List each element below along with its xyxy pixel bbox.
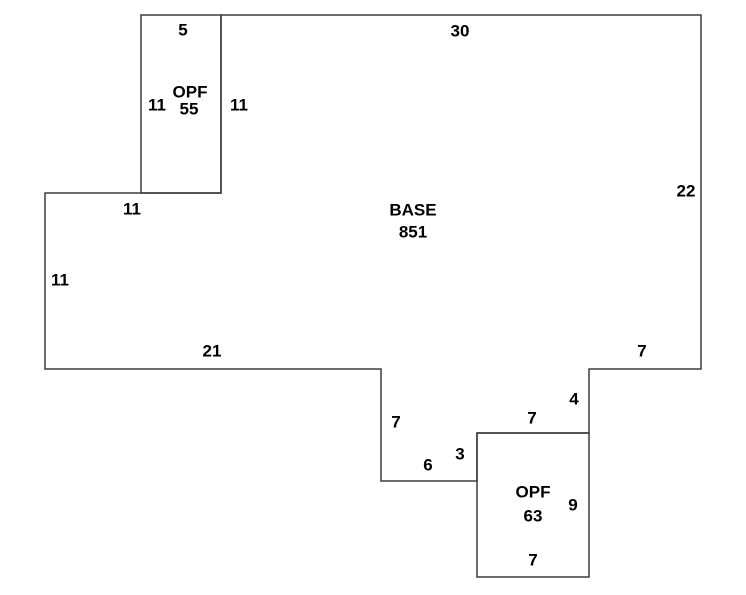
opf-upper-outline [140,14,222,194]
dim-base-step-right: 4 [569,389,579,409]
dim-opf-upper-left: 11 [148,95,166,115]
opf-upper-area-value: 55 [179,99,199,119]
dim-opf-lower-bottom: 7 [528,550,538,570]
dim-opf-lower-right: 9 [568,495,578,515]
opf-lower-name: OPF [515,482,551,502]
dim-notch-right: 3 [455,444,465,464]
dim-notch-left: 7 [391,412,401,432]
base-area-value: 851 [398,222,428,242]
dim-base-right: 22 [676,181,696,201]
opf-lower-outline [476,432,590,578]
base-outline [44,14,702,482]
dim-base-bottom-left: 21 [202,341,222,361]
dim-base-upper-step: 11 [123,199,141,219]
dim-base-top: 30 [450,21,470,41]
dim-opf-upper-right: 11 [230,95,248,115]
dim-base-left: 11 [51,270,69,290]
opf-lower-area-value: 63 [523,506,543,526]
opf-upper-name: OPF [172,82,208,102]
dim-base-bottom-right: 7 [637,341,647,361]
dim-notch-bottom: 6 [423,455,433,475]
dim-opf-upper-top: 5 [178,20,188,40]
base-name: BASE [389,200,437,220]
dim-opf-lower-top: 7 [527,408,537,428]
